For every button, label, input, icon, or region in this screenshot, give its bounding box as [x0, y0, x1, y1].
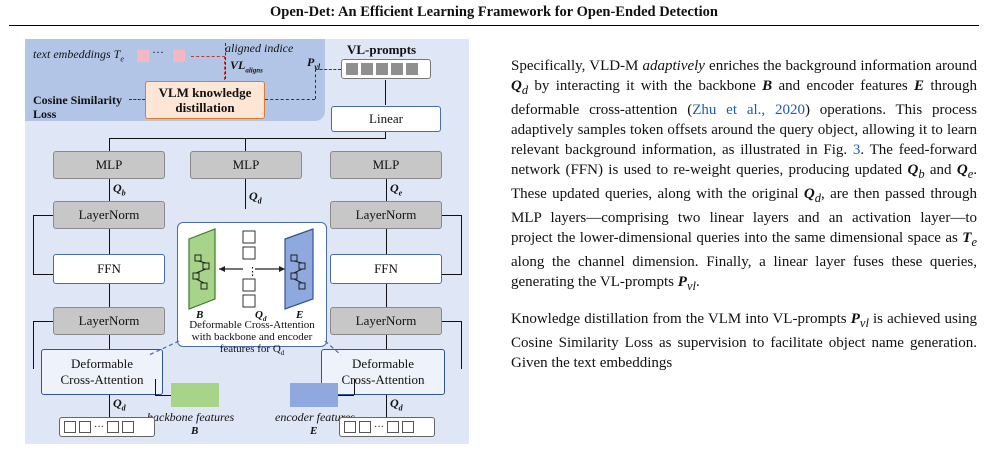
figure-reference-link[interactable]: 3 [852, 142, 861, 158]
residual-connection [33, 321, 53, 369]
qb-label: Qb [113, 181, 126, 198]
prompts-connector [265, 99, 315, 100]
query-token [79, 421, 91, 433]
paragraph-1: Specifically, VLD-M adaptively enriches … [511, 58, 977, 293]
layernorm-bottom-left: LayerNorm [53, 307, 165, 335]
header-rule [9, 25, 979, 26]
vl-prompt-token [406, 63, 418, 75]
qd-input-label-right: Qd [390, 396, 403, 413]
mlp-to-linear-connector [385, 132, 386, 138]
aligned-indice-label: aligned indice [225, 41, 294, 55]
mlp-box-d: MLP [190, 151, 302, 179]
query-tokens-right: ··· [339, 417, 435, 437]
encoder-features-label: encoder features [275, 410, 355, 424]
inset-e-label: E [296, 309, 304, 321]
qd-input-arrow [386, 395, 387, 417]
inset-qd-label: Qd [255, 309, 267, 324]
encoder-feature-block [290, 383, 338, 407]
token-dots: ··· [94, 421, 104, 433]
qd-input-label-left: Qd [113, 396, 126, 413]
stack-arrow [109, 229, 110, 254]
vl-prompt-tokens [341, 59, 431, 79]
text-embeddings-label: text embeddings Te [33, 47, 124, 64]
cosine-loss-label: Cosine Similarity Loss [33, 93, 122, 121]
vl-prompt-token [391, 63, 403, 75]
residual-connection [33, 215, 53, 275]
query-token [64, 421, 76, 433]
linear-to-prompts-arrow [385, 80, 386, 105]
query-token [122, 421, 134, 433]
inset-connector [148, 340, 342, 356]
backbone-feature-block [171, 383, 219, 407]
query-token [387, 421, 399, 433]
vl-prompt-token [361, 63, 373, 75]
inset-vdots: ⋮ [247, 266, 258, 278]
qd-input-arrow [109, 395, 110, 417]
residual-connection [442, 215, 462, 275]
encoder-arrow [338, 395, 354, 396]
body-text-column: Specifically, VLD-M adaptively enriches … [511, 56, 977, 373]
embedding-connector [191, 56, 225, 57]
loss-connector [129, 99, 145, 100]
citation-link[interactable]: Zhu et al., 2020 [692, 102, 805, 118]
mlp-to-linear-connector [109, 138, 110, 151]
mlp-box-b: MLP [53, 151, 165, 179]
encoder-arrow [354, 379, 355, 395]
linear-box: Linear [331, 106, 441, 132]
vl-prompts-label: VL-prompts [347, 42, 417, 57]
pvl-label: Pvl [307, 55, 321, 72]
mlp-to-linear-connector [245, 138, 246, 151]
prompts-connector [315, 69, 316, 99]
vl-prompt-token [346, 63, 358, 75]
layernorm-top-right: LayerNorm [330, 201, 442, 229]
stack-arrow [109, 284, 110, 307]
backbone-b-label: B [191, 425, 199, 437]
embedding-token [173, 50, 185, 62]
deformable-attention-left: Deformable Cross-Attention [41, 349, 163, 395]
qb-arrow [109, 179, 110, 201]
ffn-left: FFN [53, 254, 165, 284]
stack-arrow [386, 284, 387, 307]
qd-arrow [245, 179, 246, 209]
inset-b-label: B [196, 309, 204, 321]
query-token [344, 421, 356, 433]
query-token [402, 421, 414, 433]
aligned-indice-connector [225, 43, 226, 79]
backbone-arrow [155, 379, 156, 395]
layernorm-bottom-right: LayerNorm [330, 307, 442, 335]
mlp-to-linear-connector [109, 138, 386, 139]
feature-map-illustration [188, 228, 314, 310]
mlp-box-e: MLP [330, 151, 442, 179]
paper-running-title: Open-Det: An Efficient Learning Framewor… [270, 4, 718, 20]
backbone-features-label: backbone features [147, 410, 235, 424]
qd-label: Qd [249, 189, 262, 206]
embedding-connector [224, 56, 225, 80]
vl-aligns-label: VLaligns [230, 58, 263, 75]
encoder-e-label: E [310, 425, 318, 437]
query-token [359, 421, 371, 433]
stack-arrow [386, 229, 387, 254]
backbone-arrow [155, 395, 171, 396]
qe-label: Qe [390, 181, 403, 198]
prompts-connector [315, 69, 341, 70]
embedding-token [137, 50, 149, 62]
residual-connection [442, 321, 462, 369]
inset-caption: Deformable Cross-Attention with backbone… [189, 319, 315, 358]
layernorm-top-left: LayerNorm [53, 201, 165, 229]
deformable-attention-right: Deformable Cross-Attention [321, 349, 445, 395]
stack-arrow [386, 335, 387, 349]
vl-prompt-token [376, 63, 388, 75]
query-tokens-left: ··· [59, 417, 155, 437]
paragraph-2: Knowledge distillation from the VLM into… [511, 311, 977, 371]
stack-arrow [109, 335, 110, 349]
query-token [107, 421, 119, 433]
qe-arrow [386, 179, 387, 201]
architecture-figure: text embeddings Te ··· aligned indice VL… [25, 39, 469, 444]
vlm-distillation-box: VLM knowledge distillation [145, 81, 265, 119]
embedding-dots: ··· [152, 45, 164, 59]
token-dots: ··· [374, 421, 384, 433]
ffn-right: FFN [330, 254, 442, 284]
